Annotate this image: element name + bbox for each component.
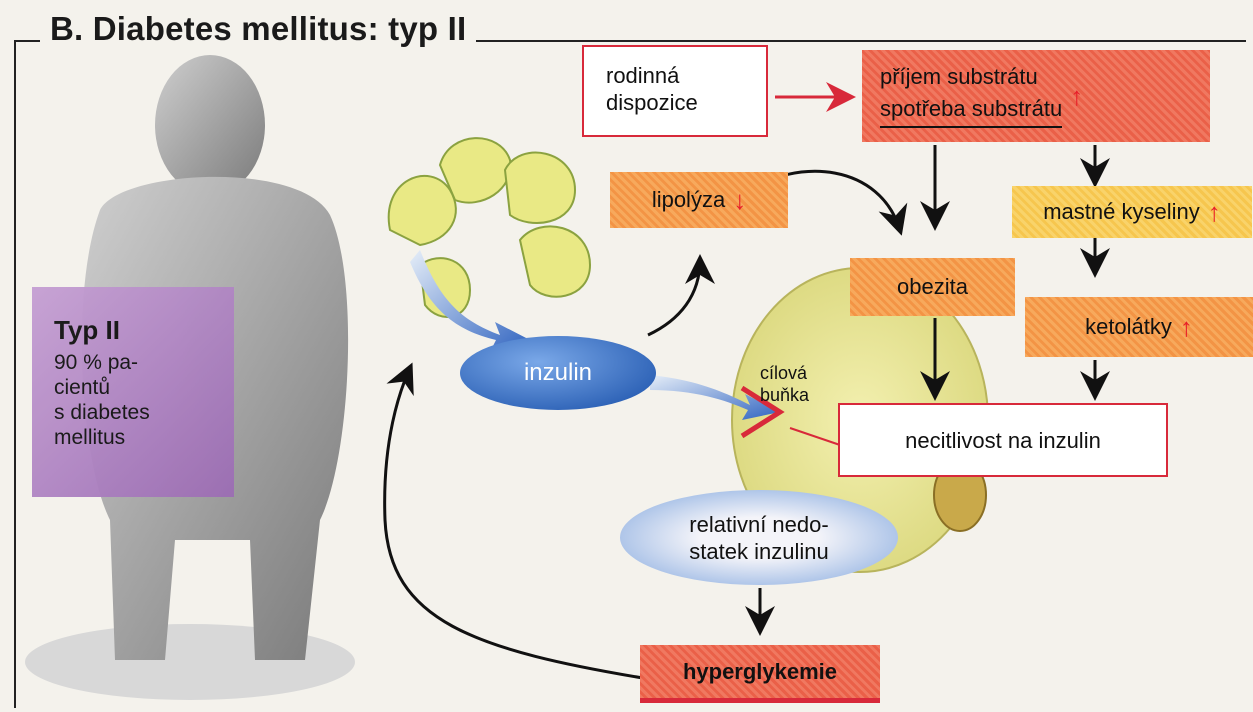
node-family-disposition: rodinná dispozice <box>582 45 768 137</box>
node-insulin-insensitivity: necitlivost na inzulin <box>838 403 1168 477</box>
arrow-hyperglycemia-feedback <box>385 368 655 680</box>
consumption-label: spotřeba substrátu <box>880 96 1062 122</box>
arrow-insulin-to-lipolysis <box>648 260 700 335</box>
deficit-line-2: statek inzulinu <box>689 538 828 565</box>
intake-label: příjem substrátu <box>880 64 1062 90</box>
type-box-line-4: mellitus <box>54 425 234 450</box>
type-box-heading: Typ II <box>54 315 234 346</box>
lipolysis-label: lipolýza <box>652 187 725 213</box>
type-box-line-1: 90 % pa- <box>54 350 234 375</box>
deficit-line-1: relativní nedo- <box>689 511 828 538</box>
ketones-up-arrow-icon: ↑ <box>1180 312 1193 343</box>
type-box-line-2: cientů <box>54 375 234 400</box>
target-cell-label: cílová buňka <box>760 362 809 406</box>
obesity-label: obezita <box>897 274 968 300</box>
node-relative-insulin-deficit: relativní nedo- statek inzulinu <box>620 490 898 585</box>
ketones-label: ketolátky <box>1085 314 1172 340</box>
insensitivity-label: necitlivost na inzulin <box>905 427 1101 454</box>
figure-head <box>155 55 265 195</box>
target-cell-line-2: buňka <box>760 384 809 406</box>
node-insulin: inzulin <box>460 336 656 410</box>
hyperglycemia-label: hyperglykemie <box>683 659 837 685</box>
substrate-up-arrow-icon: ↑ <box>1070 81 1083 112</box>
fatty-acids-label: mastné kyseliny <box>1043 199 1200 225</box>
lipolysis-down-arrow-icon: ↓ <box>733 185 746 216</box>
type-box-line-3: s diabetes <box>54 400 234 425</box>
node-obesity: obezita <box>850 258 1015 316</box>
node-fatty-acids: mastné kyseliny ↑ <box>1012 186 1252 238</box>
fatty-acids-up-arrow-icon: ↑ <box>1208 197 1221 228</box>
insulin-label: inzulin <box>524 359 592 387</box>
target-cell-line-1: cílová <box>760 362 809 384</box>
family-line-1: rodinná <box>606 62 766 89</box>
node-ketones: ketolátky ↑ <box>1025 297 1253 357</box>
pancreas-islet-shape <box>389 138 590 317</box>
type-ii-box: Typ II 90 % pa- cientů s diabetes mellit… <box>32 287 234 497</box>
family-line-2: dispozice <box>606 89 766 116</box>
node-substrate-balance: příjem substrátu spotřeba substrátu ↑ <box>862 50 1210 142</box>
node-lipolysis: lipolýza ↓ <box>610 172 788 228</box>
node-hyperglycemia: hyperglykemie <box>640 645 880 703</box>
